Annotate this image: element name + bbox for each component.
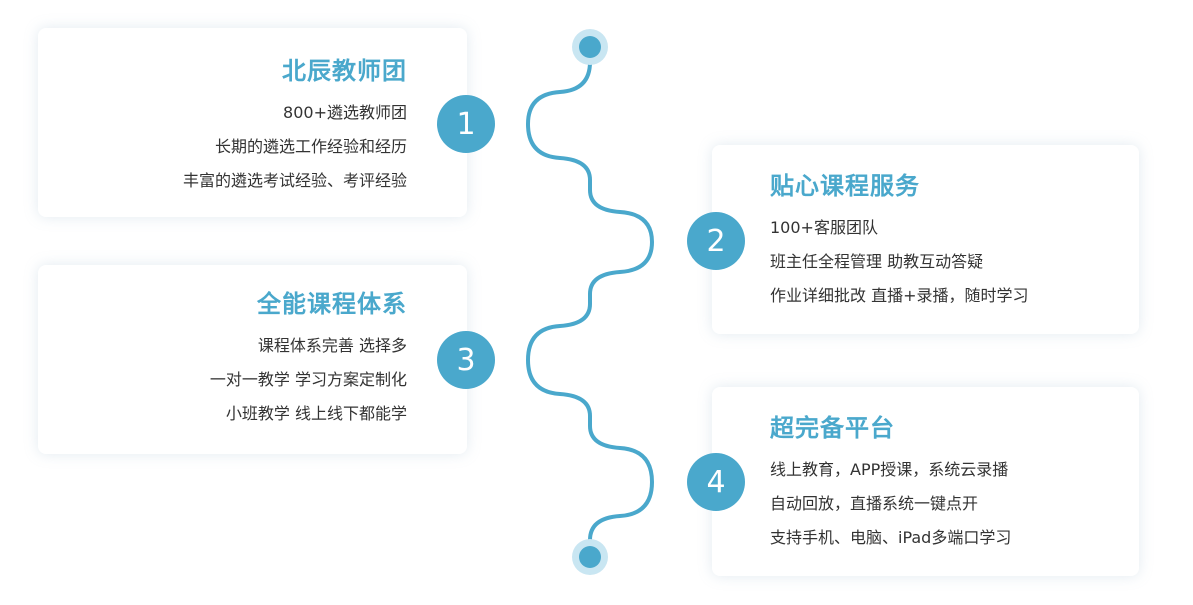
card-line: 班主任全程管理 助教互动答疑 xyxy=(770,252,984,271)
card-lines: 800+遴选教师团 长期的遴选工作经验和经历 丰富的遴选考试经验、考评经验 xyxy=(38,96,407,198)
card-line: 线上教育，APP授课，系统云录播 xyxy=(770,460,1009,479)
feature-card-platform: 超完备平台 线上教育，APP授课，系统云录播 自动回放，直播系统一键点开 支持手… xyxy=(712,387,1139,576)
card-line: 长期的遴选工作经验和经历 xyxy=(214,137,407,156)
feature-card-curriculum: 全能课程体系 课程体系完善 选择多 一对一教学 学习方案定制化 小班教学 线上线… xyxy=(38,265,467,454)
card-lines: 课程体系完善 选择多 一对一教学 学习方案定制化 小班教学 线上线下都能学 xyxy=(38,329,407,431)
card-title: 贴心课程服务 xyxy=(770,172,920,200)
card-lines: 线上教育，APP授课，系统云录播 自动回放，直播系统一键点开 支持手机、电脑、i… xyxy=(770,453,1139,555)
feature-card-teachers: 北辰教师团 800+遴选教师团 长期的遴选工作经验和经历 丰富的遴选考试经验、考… xyxy=(38,28,467,217)
card-line: 小班教学 线上线下都能学 xyxy=(225,404,407,423)
step-badge-1: 1 xyxy=(437,95,495,153)
card-line: 课程体系完善 选择多 xyxy=(257,336,407,355)
card-line: 自动回放，直播系统一键点开 xyxy=(770,494,979,513)
card-line: 丰富的遴选考试经验、考评经验 xyxy=(182,171,407,190)
step-badge-4: 4 xyxy=(687,453,745,511)
card-title: 全能课程体系 xyxy=(257,290,407,318)
card-title: 超完备平台 xyxy=(770,414,895,442)
card-title: 北辰教师团 xyxy=(282,57,407,85)
timeline-end-dot xyxy=(572,539,608,575)
card-line: 100+客服团队 xyxy=(770,218,878,237)
step-badge-2: 2 xyxy=(687,212,745,270)
feature-card-service: 贴心课程服务 100+客服团队 班主任全程管理 助教互动答疑 作业详细批改 直播… xyxy=(712,145,1139,334)
card-line: 800+遴选教师团 xyxy=(283,103,407,122)
timeline-start-dot xyxy=(572,29,608,65)
card-line: 一对一教学 学习方案定制化 xyxy=(209,370,407,389)
card-line: 作业详细批改 直播+录播，随时学习 xyxy=(770,286,1029,305)
card-line: 支持手机、电脑、iPad多端口学习 xyxy=(770,528,1012,547)
card-lines: 100+客服团队 班主任全程管理 助教互动答疑 作业详细批改 直播+录播，随时学… xyxy=(770,211,1139,313)
step-badge-3: 3 xyxy=(437,331,495,389)
